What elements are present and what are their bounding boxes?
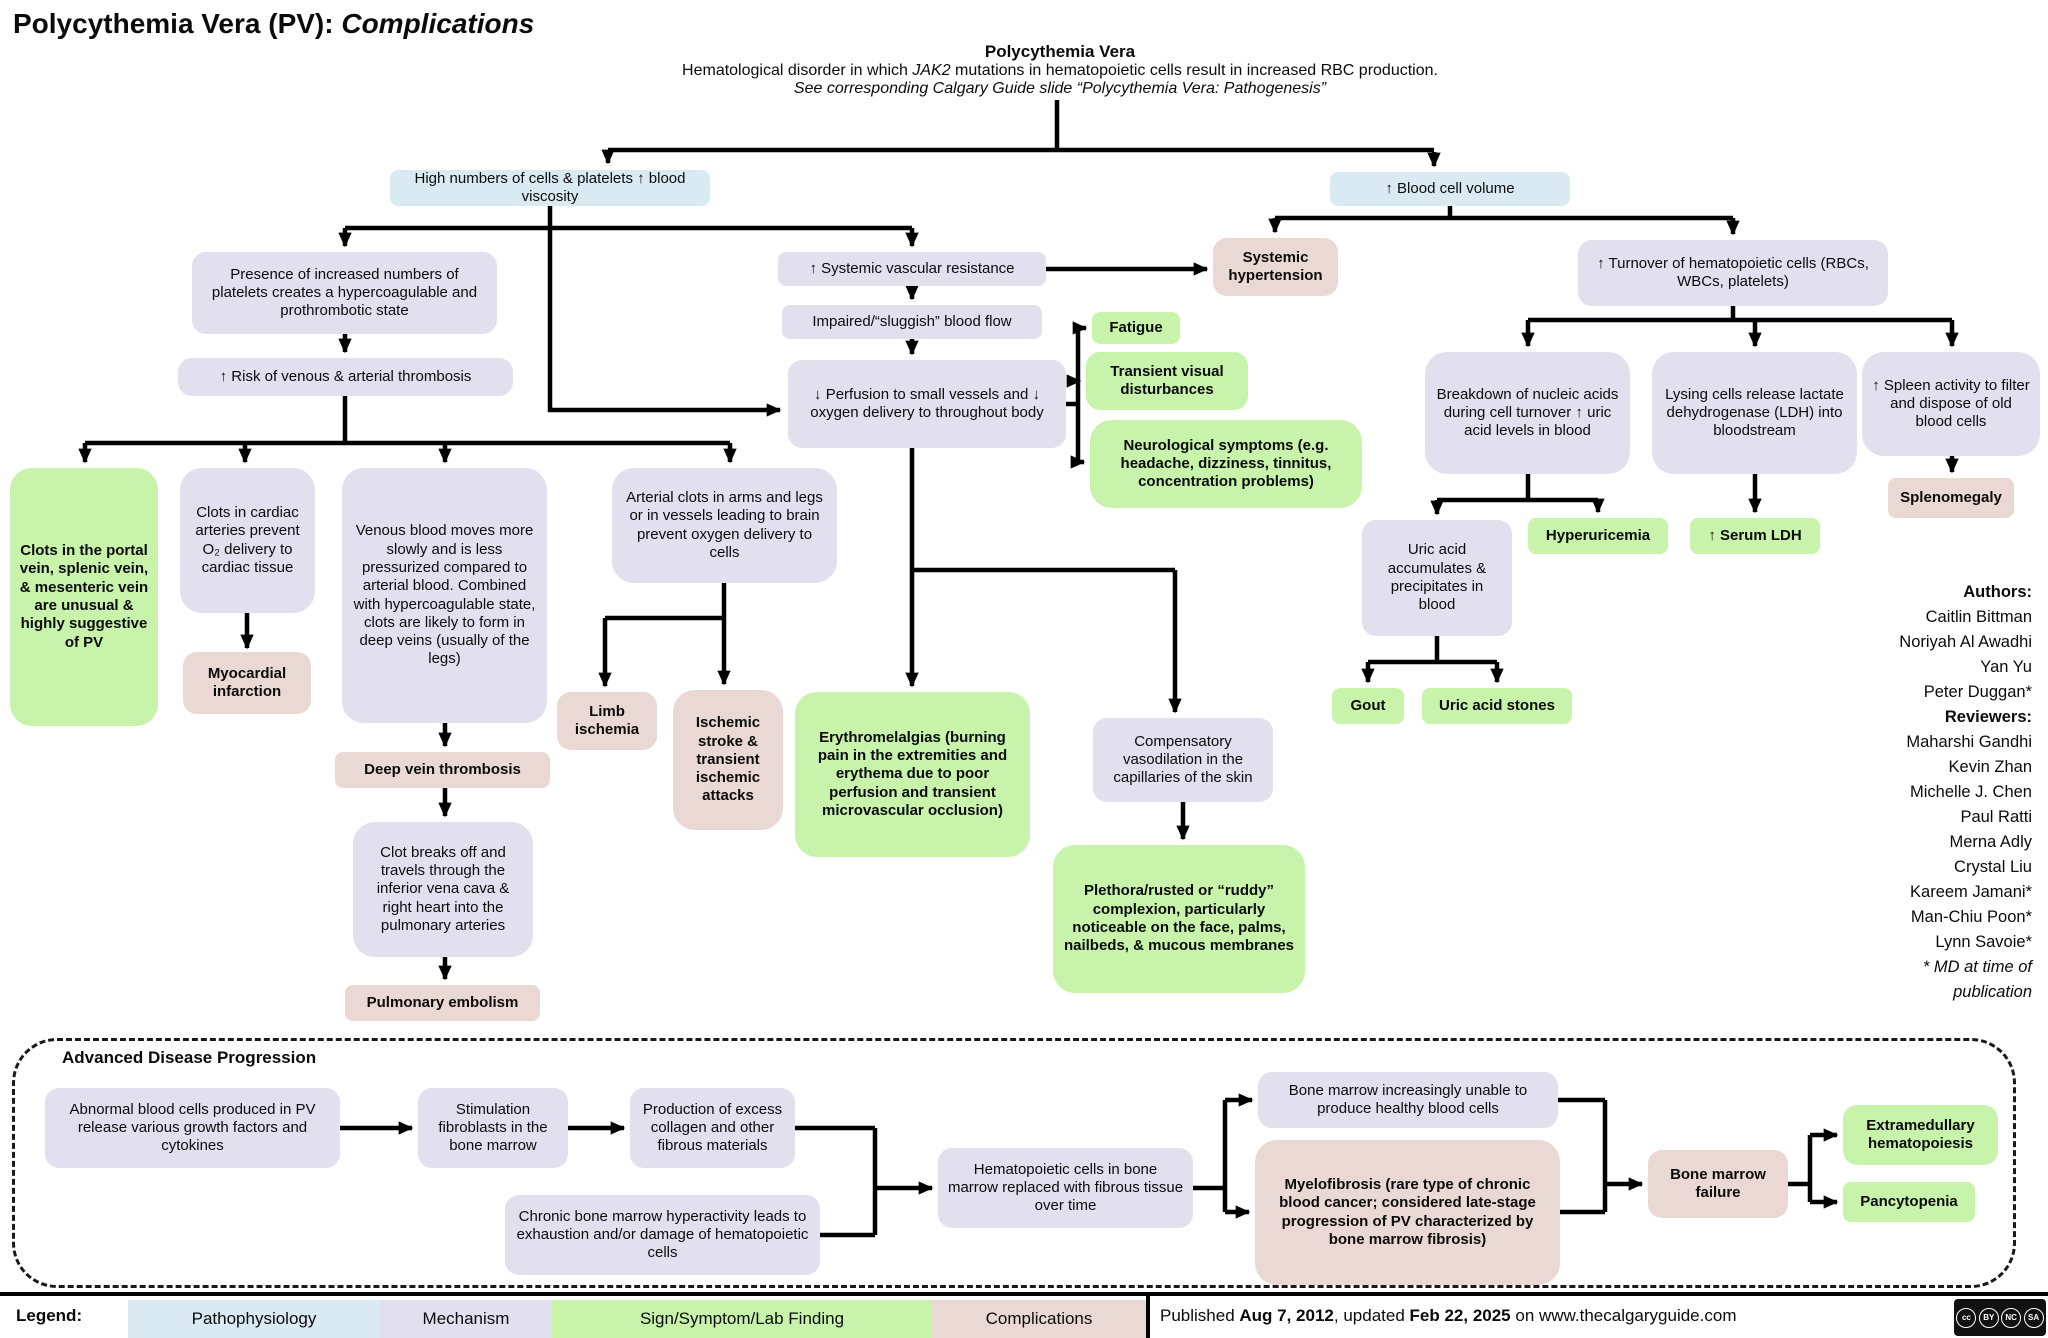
node-clot-breaks-off: Clot breaks off and travels through the … — [353, 822, 533, 957]
node-systemic-hypertension: Systemic hypertension — [1213, 238, 1338, 296]
node-fibrous-tissue-replacement: Hematopoietic cells in bone marrow repla… — [938, 1148, 1193, 1228]
cc-logo-icon: cc — [1956, 1307, 1977, 1328]
node-marrow-hyperactivity: Chronic bone marrow hyperactivity leads … — [505, 1195, 820, 1275]
node-sluggish-blood-flow: Impaired/“sluggish” blood flow — [782, 305, 1042, 339]
credits-list: Authors: Caitlin Bittman Noriyah Al Awad… — [1807, 580, 2032, 1005]
footer-divider — [0, 1292, 2048, 1296]
node-lysing-cells-ldh: Lysing cells release lactate dehydrogena… — [1652, 352, 1857, 474]
legend-label: Legend: — [16, 1306, 83, 1325]
node-uric-acid-accumulates: Uric acid accumulates & precipitates in … — [1362, 520, 1512, 636]
cc-sa-icon: SA — [2023, 1307, 2044, 1328]
credits-md-note: * MD at time of publication — [1922, 958, 2032, 1001]
credits-line: Yan Yu — [1980, 658, 2032, 676]
node-bone-marrow-failure: Bone marrow failure — [1648, 1150, 1788, 1218]
cc-by-icon: BY — [1978, 1307, 1999, 1328]
publication-info: Published Aug 7, 2012, updated Feb 22, 2… — [1160, 1306, 1737, 1325]
credits-line: Caitlin Bittman — [1925, 608, 2032, 626]
definition-header: Polycythemia Vera Hematological disorder… — [520, 42, 1600, 98]
credits-line: Michelle J. Chen — [1910, 783, 2032, 801]
node-pancytopenia: Pancytopenia — [1843, 1182, 1975, 1222]
node-excess-collagen: Production of excess collagen and other … — [630, 1088, 795, 1168]
legend-sign-symptom: Sign/Symptom/Lab Finding — [552, 1300, 932, 1338]
node-limb-ischemia: Limb ischemia — [557, 692, 657, 750]
credits-line: Man-Chiu Poon* — [1910, 908, 2032, 926]
credits-line: Peter Duggan* — [1923, 683, 2032, 701]
advanced-progression-container — [12, 1038, 2016, 1288]
node-venous-blood-slow: Venous blood moves more slowly and is le… — [342, 468, 547, 723]
node-hyperuricemia: Hyperuricemia — [1528, 518, 1668, 554]
node-fibroblast-stimulation: Stimulation fibroblasts in the bone marr… — [418, 1088, 568, 1168]
cc-license-icon: cc BY NC SA — [1954, 1299, 2046, 1336]
published-date: Aug 7, 2012 — [1239, 1306, 1334, 1325]
node-cardiac-artery-clots: Clots in cardiac arteries prevent O₂ del… — [180, 468, 315, 613]
advanced-progression-title: Advanced Disease Progression — [62, 1048, 317, 1067]
credits-line: Paul Ratti — [1960, 808, 2032, 826]
node-pulmonary-embolism: Pulmonary embolism — [345, 985, 540, 1021]
node-arterial-clots: Arterial clots in arms and legs or in ve… — [612, 468, 837, 583]
node-neurological-symptoms: Neurological symptoms (e.g. headache, di… — [1090, 420, 1362, 508]
credits-line: Reviewers: — [1944, 708, 2032, 726]
gene-name: JAK2 — [912, 62, 951, 79]
updated-date: Feb 22, 2025 — [1409, 1306, 1511, 1325]
definition-heading: Polycythemia Vera — [984, 42, 1136, 61]
node-gout: Gout — [1332, 688, 1404, 724]
node-myocardial-infarction: Myocardial infarction — [183, 652, 311, 714]
credits-line: Crystal Liu — [1954, 858, 2032, 876]
node-blood-cell-volume: ↑ Blood cell volume — [1330, 172, 1570, 206]
legend-footer-separator — [1146, 1296, 1150, 1338]
node-splenomegaly: Splenomegaly — [1888, 478, 2014, 518]
page-title-main: Polycythemia Vera (PV): — [13, 8, 342, 39]
node-transient-visual-disturbances: Transient visual disturbances — [1086, 352, 1248, 410]
definition-text: Hematological disorder in which JAK2 mut… — [682, 62, 1438, 79]
node-nucleic-acid-breakdown: Breakdown of nucleic acids during cell t… — [1425, 352, 1630, 474]
legend-pathophysiology: Pathophysiology — [128, 1300, 380, 1338]
node-hematopoietic-turnover: ↑ Turnover of hematopoietic cells (RBCs,… — [1578, 240, 1888, 306]
credits-line: Authors: — [1963, 583, 2032, 601]
node-uric-acid-stones: Uric acid stones — [1422, 688, 1572, 724]
page-title-subtitle: Complications — [341, 8, 535, 39]
cc-nc-icon: NC — [2001, 1307, 2022, 1328]
credits-line: Kevin Zhan — [1948, 758, 2032, 776]
node-systemic-vascular-resistance: ↑ Systemic vascular resistance — [778, 252, 1046, 286]
credits-line: Maharshi Gandhi — [1906, 733, 2032, 751]
legend-mechanism: Mechanism — [380, 1300, 552, 1338]
node-platelet-hypercoagulable: Presence of increased numbers of platele… — [192, 252, 497, 334]
node-high-numbers: High numbers of cells & platelets ↑ bloo… — [390, 170, 710, 206]
node-fatigue: Fatigue — [1092, 312, 1180, 344]
node-extramedullary-hematopoiesis: Extramedullary hematopoiesis — [1843, 1105, 1998, 1165]
node-decreased-perfusion: ↓ Perfusion to small vessels and ↓ oxyge… — [788, 360, 1066, 448]
node-spleen-activity: ↑ Spleen activity to filter and dispose … — [1862, 352, 2040, 456]
node-marrow-unable: Bone marrow increasingly unable to produ… — [1258, 1072, 1558, 1128]
node-erythromelalgias: Erythromelalgias (burning pain in the ex… — [795, 692, 1030, 857]
node-ischemic-stroke-tia: Ischemic stroke & transient ischemic att… — [673, 690, 783, 830]
node-portal-vein-clots: Clots in the portal vein, splenic vein, … — [10, 468, 158, 726]
definition-note: See corresponding Calgary Guide slide “P… — [793, 80, 1327, 97]
legend-complications: Complications — [932, 1300, 1146, 1338]
credits-line: Noriyah Al Awadhi — [1899, 633, 2032, 651]
node-serum-ldh: ↑ Serum LDH — [1690, 518, 1820, 554]
credits-line: Kareem Jamani* — [1910, 883, 2032, 901]
node-myelofibrosis: Myelofibrosis (rare type of chronic bloo… — [1255, 1140, 1560, 1285]
publication-site: on www.thecalgaryguide.com — [1510, 1306, 1737, 1325]
node-abnormal-blood-cells: Abnormal blood cells produced in PV rele… — [45, 1088, 340, 1168]
credits-line: Merna Adly — [1949, 833, 2032, 851]
page-title: Polycythemia Vera (PV): Complications — [13, 8, 534, 40]
node-thrombosis-risk: ↑ Risk of venous & arterial thrombosis — [178, 358, 513, 396]
credits-line: Lynn Savoie* — [1935, 933, 2032, 951]
node-compensatory-vasodilation: Compensatory vasodilation in the capilla… — [1093, 718, 1273, 802]
node-deep-vein-thrombosis: Deep vein thrombosis — [335, 752, 550, 788]
node-plethora: Plethora/rusted or “ruddy” complexion, p… — [1053, 845, 1305, 993]
